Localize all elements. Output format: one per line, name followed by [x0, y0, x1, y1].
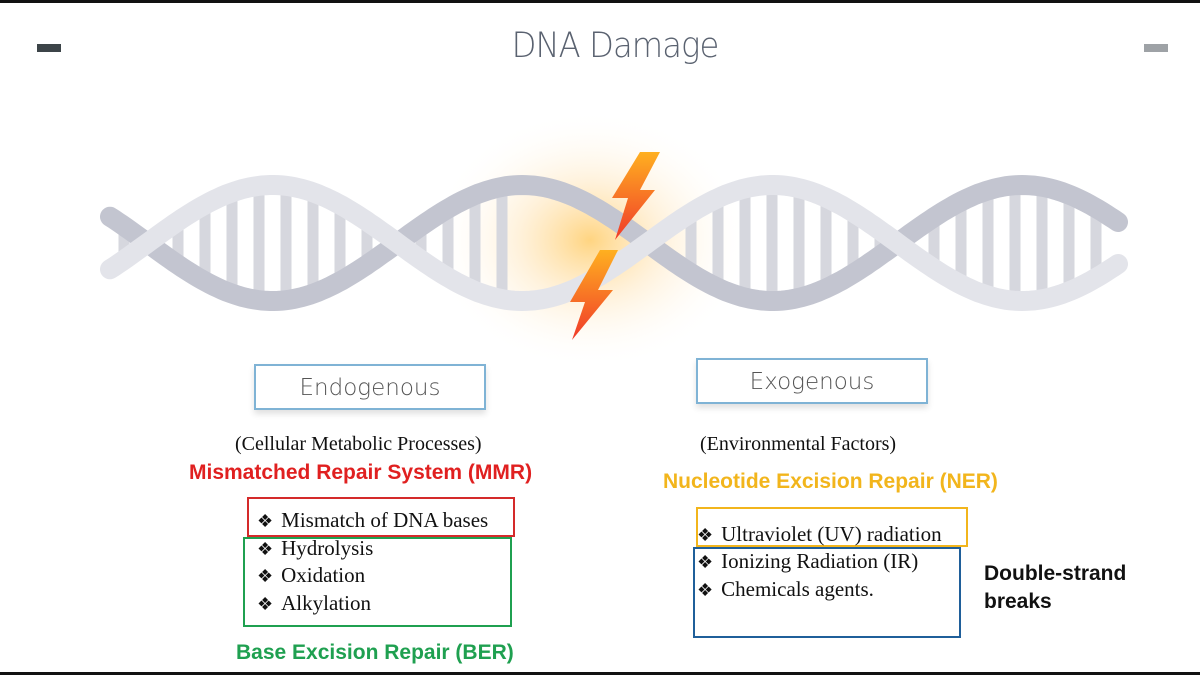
list-item: ❖Mismatch of DNA bases	[257, 508, 489, 532]
lightning-bolt-icon	[570, 250, 618, 340]
dna-strand	[100, 175, 1128, 312]
ner-box	[696, 507, 968, 547]
exogenous-subtitle: (Environmental Factors)	[700, 433, 897, 455]
dna-helix-illustration	[100, 110, 1128, 360]
exogenous-box: Exogenous	[696, 358, 928, 404]
ber-label: Base Excision Repair (BER)	[236, 641, 514, 664]
ber-box	[243, 537, 512, 627]
dsb-box	[693, 547, 961, 638]
dna-strand	[100, 174, 1128, 311]
slide-title: DNA Damage	[511, 26, 720, 66]
list-item: ❖Ionizing Radiation (IR)	[697, 549, 919, 573]
mmr-label: Mismatched Repair System (MMR)	[189, 461, 533, 484]
list-item: ❖Hydrolysis	[257, 536, 374, 560]
list-item: ❖Ultraviolet (UV) radiation	[697, 522, 942, 546]
bottom-border	[0, 672, 1200, 675]
list-item: ❖Oxidation	[257, 563, 366, 587]
top-border	[0, 0, 1200, 3]
list-item: ❖Chemicals agents.	[697, 577, 874, 601]
endogenous-subtitle: (Cellular Metabolic Processes)	[235, 433, 482, 455]
lightning-bolt-icon	[612, 152, 660, 240]
list-item: ❖Alkylation	[257, 591, 371, 615]
slide-marker-right	[1144, 44, 1168, 52]
slide-marker-left	[37, 44, 61, 52]
mmr-box	[247, 497, 515, 537]
ner-label: Nucleotide Excision Repair (NER)	[663, 470, 998, 493]
endogenous-box: Endogenous	[254, 364, 486, 410]
